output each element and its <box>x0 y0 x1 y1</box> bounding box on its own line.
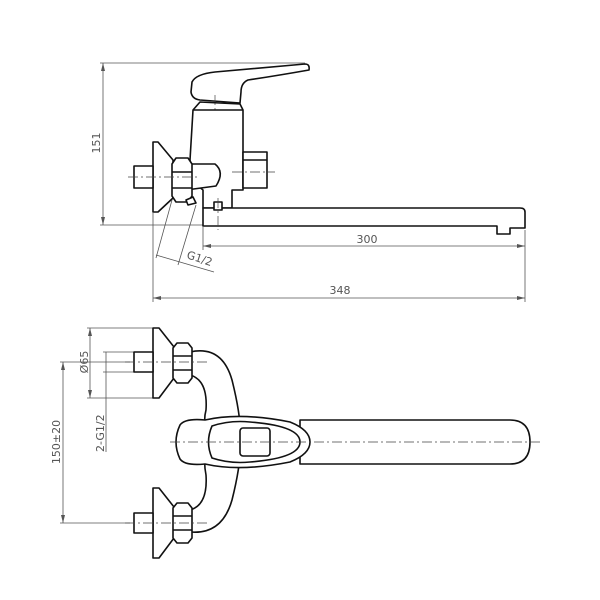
spout-reach-dimension: 300 <box>202 226 526 302</box>
total-length-label: 348 <box>330 284 351 297</box>
plan-view: Ø65 2-G1/2 150±20 <box>50 327 540 559</box>
height-dim-label: 151 <box>90 133 103 154</box>
total-length-dimension: 348 <box>152 212 525 302</box>
inlet-spacing-dimension: 150±20 <box>50 361 130 524</box>
lever-handle <box>190 63 310 104</box>
spout-reach-label: 300 <box>357 233 378 246</box>
spout <box>202 207 526 235</box>
inlet-thread-plan-label: 2-G1/2 <box>94 414 107 452</box>
inlet-thread-label: G1/2 <box>185 248 214 268</box>
top-flange <box>152 327 175 399</box>
inlet-thread-plan-dimension: 2-G1/2 <box>94 351 135 452</box>
hex-nut <box>171 157 193 203</box>
side-outlet <box>242 151 268 189</box>
side-view: 151 G1/2 <box>90 62 526 302</box>
top-nut <box>172 342 193 384</box>
inlet-spacing-label: 150±20 <box>50 420 63 464</box>
height-dimension: 151 <box>90 62 305 226</box>
mixer-body <box>189 109 244 209</box>
